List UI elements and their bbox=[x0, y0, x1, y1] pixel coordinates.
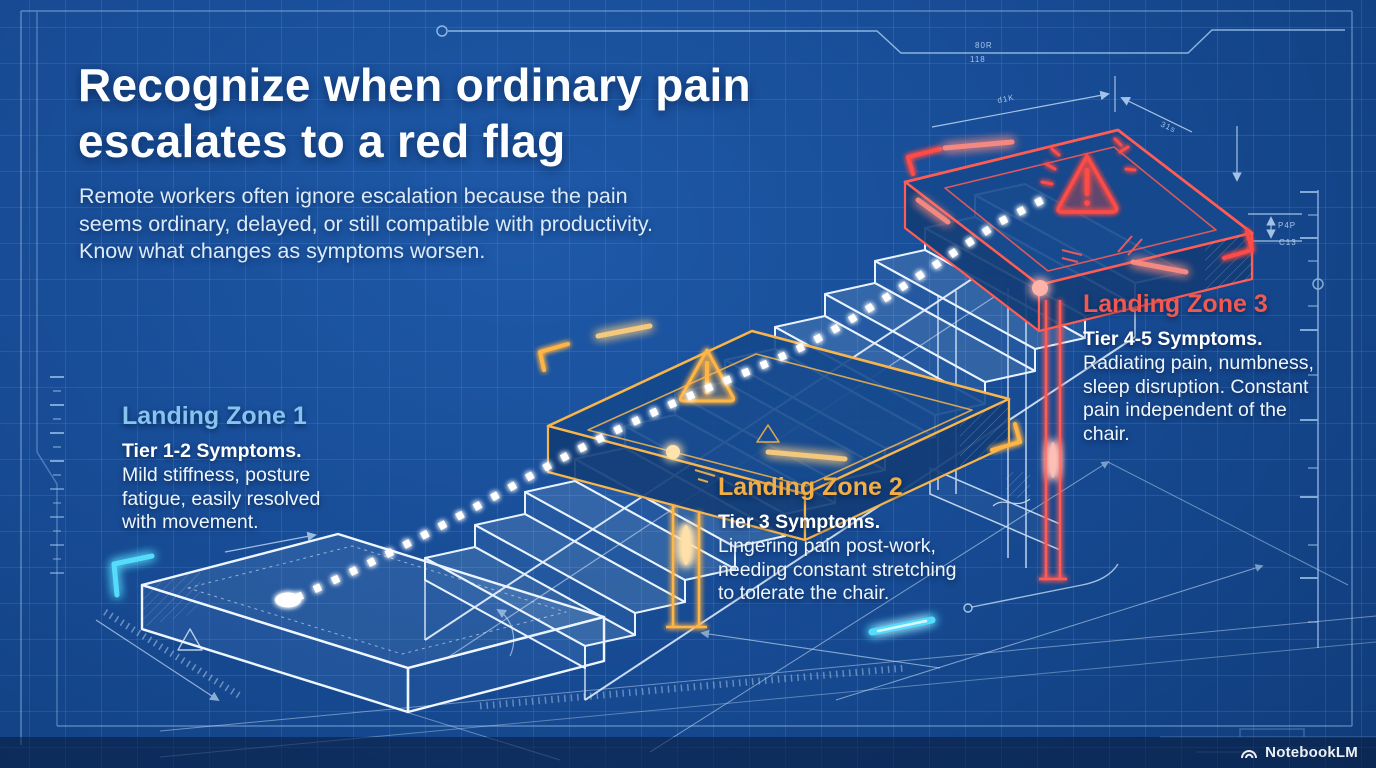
zone-3-glow-streaks bbox=[915, 139, 1189, 275]
landing-zone-3-tier: Tier 4-5 Symptoms. bbox=[1083, 328, 1263, 350]
warning-triangle-red-icon bbox=[1040, 137, 1137, 214]
left-ruler bbox=[50, 376, 64, 574]
landing-zone-3-description: Radiating pain, numbness, sleep disrupti… bbox=[1083, 351, 1314, 446]
watermark: NotebookLM bbox=[1240, 744, 1358, 761]
zone-2-support-column bbox=[666, 506, 707, 629]
tech-mark-d1k: d1K bbox=[997, 93, 1016, 105]
zone-2-corner-glow bbox=[666, 445, 680, 459]
landing-zone-2-description: Lingering pain post-work, needing consta… bbox=[718, 534, 957, 605]
landing-zone-3-callout: Landing Zone 3 Tier 4-5 Symptoms. Radiat… bbox=[1083, 290, 1323, 447]
landing-platform-2 bbox=[538, 323, 1022, 542]
zone-3-corner-glow bbox=[1032, 280, 1048, 296]
tech-mark-31s: 31s bbox=[1159, 120, 1177, 135]
landing-zone-2-tier: Tier 3 Symptoms. bbox=[718, 511, 881, 533]
tech-mark-c13: C13 bbox=[1279, 238, 1297, 247]
start-point-dot bbox=[275, 592, 301, 608]
landing-zone-1-description: Mild stiffness, posture fatigue, easily … bbox=[122, 463, 321, 534]
right-ruler bbox=[1300, 190, 1324, 648]
landing-zone-2-callout: Landing Zone 2 Tier 3 Symptoms. Lingerin… bbox=[718, 473, 972, 606]
path-dotted-line bbox=[294, 194, 1048, 602]
escalation-path bbox=[275, 194, 1048, 608]
tech-mark-top-a: 80R bbox=[975, 41, 993, 50]
tech-mark-labels: 80R 118 d1K 31s P4P C13 bbox=[970, 41, 1297, 247]
zone-3-support-column bbox=[1039, 300, 1067, 581]
dimension-annotations bbox=[931, 76, 1302, 242]
watermark-brand: NotebookLM bbox=[1265, 744, 1358, 761]
landing-zone-1-callout: Landing Zone 1 Tier 1-2 Symptoms. Mild s… bbox=[122, 402, 344, 535]
zone-2-glow-streaks bbox=[595, 323, 848, 462]
landing-zone-2-label: Landing Zone 2 bbox=[718, 473, 903, 501]
landing-zone-3-label: Landing Zone 3 bbox=[1083, 290, 1268, 318]
notebooklm-logo-icon bbox=[1241, 750, 1258, 759]
landing-platform-1 bbox=[140, 532, 606, 714]
zone-2-corner-brackets bbox=[538, 342, 1022, 452]
infographic-title: Recognize when ordinary pain escalates t… bbox=[78, 59, 751, 167]
bottom-strip bbox=[0, 737, 1376, 768]
infographic-subtitle: Remote workers often ignore escalation b… bbox=[79, 184, 653, 264]
landing-zone-1-tier: Tier 1-2 Symptoms. bbox=[122, 440, 302, 462]
landing-zone-1-label: Landing Zone 1 bbox=[122, 402, 307, 430]
cyan-accents bbox=[111, 553, 936, 636]
tech-mark-p4p: P4P bbox=[1278, 221, 1296, 230]
zone-3-corner-brackets bbox=[906, 147, 1254, 260]
tech-mark-top-b: 118 bbox=[970, 55, 986, 64]
